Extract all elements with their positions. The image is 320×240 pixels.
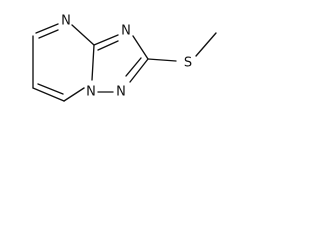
bond-c-thio-to-n-triazole-bottom-double [125,57,142,77]
bond-c-fused-to-n-triazole-right [93,34,119,46]
atom-label-n-triazole-right: N [121,24,131,39]
bond-c-n-top-left [35,23,59,34]
atom-label-n-triazole-bottom: N [116,85,126,100]
bond-c-fused-to-n-triazole-right-double [97,40,119,51]
bond-c-bottom-to-c-left-double [37,83,64,95]
atom-label-n-top: N [61,14,71,29]
bond-sulfur-to-methyl [195,32,217,57]
bond-c-thio-to-n-triazole-bottom [129,58,149,83]
atom-label-n-bridge: N [86,85,96,100]
bond-c-bottom-to-c-left [32,87,65,102]
bond-n-top-to-c-fused [71,24,95,46]
atom-label-sulfur: S [184,56,192,71]
chemical-structure-canvas: N N N N S [0,0,232,126]
chemical-structure-diagram: N N N N S [32,14,217,102]
bond-c-fused-to-n-bridge [91,44,95,81]
bond-c-thio-to-sulfur [147,58,177,62]
bond-n-triazole-right-to-c-thio [132,35,149,60]
bond-n-bridge-to-c-bottom [63,87,85,102]
bond-c-n-top-left-double [38,29,59,39]
